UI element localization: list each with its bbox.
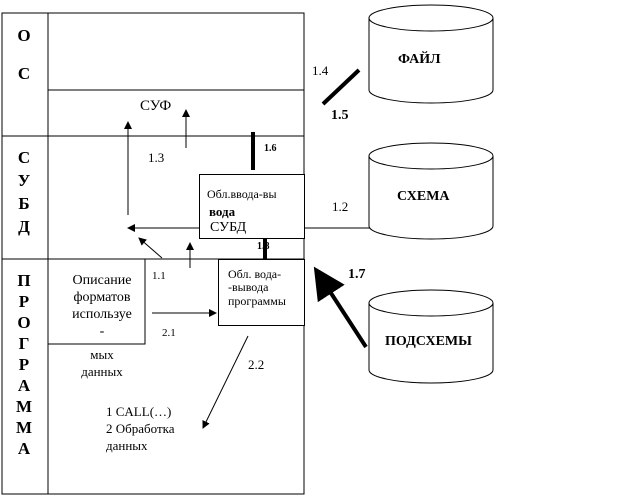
label-2-1: 2.1 [162,327,176,339]
label-1-4: 1.4 [312,63,329,78]
db-subschemas [368,289,494,384]
outer-frame [1,12,305,495]
formats-box-outline [48,259,146,345]
program-step-1: 1 CALL(…) [106,404,172,419]
db-subschemas-label: ПОДСХЕМЫ [385,334,472,349]
formats-line2: форматов [73,290,131,305]
formats-description: Описание форматов используе - [62,272,142,340]
label-2-2: 2.2 [248,357,265,372]
db-file [368,4,494,104]
program-io-line1: Обл. вода- [228,267,282,281]
program-steps: 1 CALL(…) 2 Обработка данных [106,403,175,454]
arrow-2-2 [202,335,249,429]
program-label: П Р О Г Р А М М А [15,271,33,458]
formats-line5: мых [90,347,114,362]
dbms-io-box: Обл.ввода-вы вода СУБД [199,174,305,239]
bold-link-1-4 [321,68,361,106]
formats-line3: используе [72,307,132,322]
formats-line1: Описание [72,273,132,288]
program-io-box: Обл. вода- -вывода программы [218,259,305,326]
program-io-line3: программы [228,294,286,308]
db-schema [368,142,494,240]
db-schema-label: СХЕМА [397,189,450,204]
label-1-8: 1.8 [257,241,270,252]
label-1-3: 1.3 [148,150,165,165]
formats-line4: - [99,324,105,339]
label-1-5: 1.5 [331,108,349,123]
program-io-line2: -вывода [228,280,269,294]
os-label: О С [17,26,31,83]
suf-label: СУФ [140,98,172,114]
program-step-3: данных [106,438,148,453]
bold-link-1-7 [313,266,368,349]
label-1-6: 1.6 [264,143,277,154]
subd-label: С У Б Д [17,148,31,236]
dbms-io-line3: СУБД [210,220,247,235]
label-1-7: 1.7 [348,267,366,282]
arrow-1-1 [138,237,163,259]
formats-line6: данных [81,364,123,379]
dbms-io-line2: вода [209,204,236,219]
dbms-io-line1: Обл.ввода-вы [207,187,277,201]
program-step-2: 2 Обработка [106,421,175,436]
label-1-2: 1.2 [332,199,349,214]
formats-description-tail: мых данных [62,346,142,380]
label-1-1: 1.1 [152,270,166,282]
db-file-label: ФАЙЛ [398,52,441,67]
